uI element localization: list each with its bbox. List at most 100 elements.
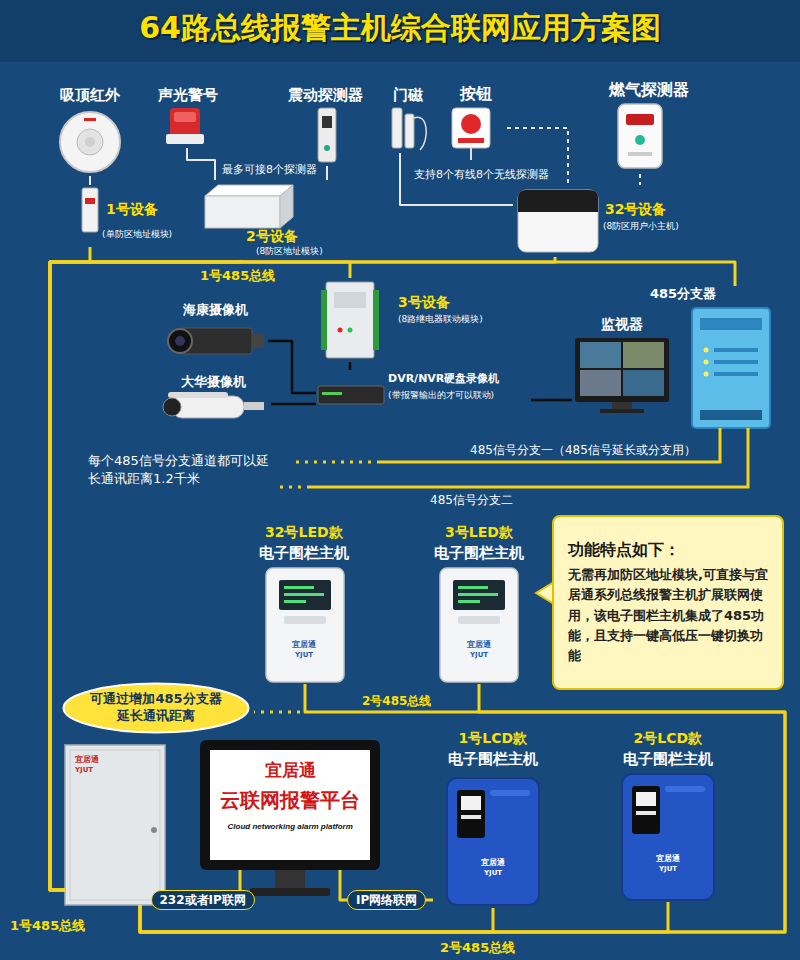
bullet-camera-part <box>163 398 181 416</box>
rs485-splitter-device-part <box>714 360 758 364</box>
fence-host: 32号LED款电子围栏主机宜居通YJUT <box>248 524 360 684</box>
node-label: 门磁 <box>393 86 423 104</box>
node-label: YJUT <box>659 865 677 873</box>
connector <box>187 148 215 180</box>
node-label: 可通过增加485分支器延长通讯距离 <box>86 691 226 725</box>
rs485-splitter-device-part <box>700 318 762 330</box>
platform-monitor-part <box>200 740 380 870</box>
relay-module-part <box>348 328 353 333</box>
strobe-siren-part <box>174 112 196 122</box>
detector-unit: 震动探测器 <box>275 86 375 166</box>
strobe-siren <box>166 108 204 144</box>
gas-detector-part <box>618 104 662 168</box>
single-zone-module <box>82 188 98 232</box>
monitor-screen-part <box>600 409 644 413</box>
node-label: (8防区用户小主机) <box>603 221 679 232</box>
lcd-fence-host-part <box>457 790 485 838</box>
rs485-splitter-device-part <box>714 348 758 352</box>
bullet-camera-part <box>172 396 244 418</box>
node-label: 1号设备 <box>106 201 158 218</box>
connector <box>50 257 555 890</box>
connector <box>50 247 90 890</box>
dvr-recorder-part <box>318 386 384 404</box>
connector <box>140 684 785 932</box>
edge-label: IP网络联网 <box>347 890 426 910</box>
node-label: (带报警输出的才可以联动) <box>388 390 494 401</box>
panic-button-part <box>461 114 481 134</box>
relay-module <box>321 282 379 358</box>
rs485-splitter-device-part <box>700 410 762 420</box>
relay-module-part <box>338 328 343 333</box>
rs485-branch-lines-part <box>254 711 300 714</box>
ceiling-pir-detector-part <box>85 137 95 147</box>
led-fence-host-part <box>266 568 344 682</box>
detector-unit: 吸顶红外 <box>45 86 135 176</box>
monitor-screen <box>575 338 669 413</box>
lcd-fence-host-part <box>447 778 539 905</box>
lcd-fence-host-part <box>636 792 656 806</box>
node-label: 功能特点如下： <box>568 539 768 561</box>
relay-module-part <box>334 292 366 308</box>
dvr-recorder <box>318 386 384 404</box>
vibration-detector-part <box>318 108 336 162</box>
alarm-host-cabinet-body-part <box>151 827 157 833</box>
node-label: YJUT <box>484 869 502 877</box>
node-label: 宜居通 <box>75 755 99 765</box>
node-label: 32号设备 <box>605 201 666 218</box>
strobe-siren-part <box>170 108 200 138</box>
lcd-fence-host-part <box>461 815 481 819</box>
node-label: 海康摄像机 <box>183 302 248 318</box>
node-label: 1号LCD款 <box>459 730 528 747</box>
eight-zone-module-part <box>280 185 293 228</box>
rs485-splitter-device-part <box>704 372 709 377</box>
led-fence-host-part <box>284 600 306 603</box>
camera: 大华摄像机 <box>156 374 271 428</box>
node-label: 声光警号 <box>158 86 218 104</box>
address-module: 2号设备(8防区地址模块) <box>198 180 338 260</box>
node-label: 电子围栏主机 <box>434 544 524 562</box>
rs485-splitter-device-part <box>714 372 758 376</box>
node-label: (8防区地址模块) <box>256 246 323 257</box>
detector-unit: 声光警号 <box>145 86 230 148</box>
monitor-screen-part <box>575 338 669 402</box>
node-label: 燃气探测器 <box>609 80 689 99</box>
annotation: 最多可接8个探测器 <box>222 163 317 177</box>
led-fence-host-part <box>279 580 331 610</box>
connector <box>140 684 785 932</box>
feature-callout: 功能特点如下： 无需再加防区地址模块,可直接与宜居通系列总线报警主机扩展联网使用，… <box>552 515 784 690</box>
door-contact-part <box>414 117 426 150</box>
monitor-screen-part <box>580 342 621 368</box>
gas-detector <box>618 104 662 168</box>
user-panel-part <box>518 190 598 252</box>
rs485-branch-lines-part <box>296 461 380 464</box>
lcd-fence-host-part <box>461 796 481 810</box>
alarm-host-cabinet-body <box>65 745 165 905</box>
bullet-camera-part <box>168 392 228 398</box>
rs485-branch-lines-part <box>276 486 310 489</box>
box-camera-part <box>168 329 192 353</box>
lcd-fence-host <box>447 778 539 905</box>
panic-button-part <box>452 108 490 148</box>
lcd-fence-host-part <box>636 811 656 815</box>
node-label: 宜居通 <box>656 854 680 864</box>
rs485-splitter-device-part <box>704 360 709 365</box>
rs485-splitter-device-part <box>692 308 770 428</box>
node-label: (单防区地址模块) <box>102 229 172 240</box>
lcd-fence-host-part <box>665 786 705 792</box>
detector-unit: 燃气探测器 <box>598 80 700 174</box>
connector <box>268 341 316 393</box>
monitor: 监视器 <box>572 316 672 414</box>
lcd-fence-host-part <box>632 786 660 834</box>
annotation: 每个485信号分支通道都可以延长通讯距离1.2千米 <box>88 452 270 488</box>
node-label: 无需再加防区地址模块,可直接与宜居通系列总线报警主机扩展联网使用，该电子围栏主机… <box>568 565 768 666</box>
eight-zone-module-part <box>205 196 280 228</box>
node-label: (8路继电器联动模块) <box>398 314 483 325</box>
node-label: 按钮 <box>460 84 492 103</box>
rs485-branch-lines-part <box>310 428 748 487</box>
alarm-host-cabinet: 宜居通YJUT <box>65 745 165 905</box>
ceiling-pir-detector-part <box>77 129 103 155</box>
connector <box>271 403 316 406</box>
monitor-screen-part <box>612 402 632 410</box>
